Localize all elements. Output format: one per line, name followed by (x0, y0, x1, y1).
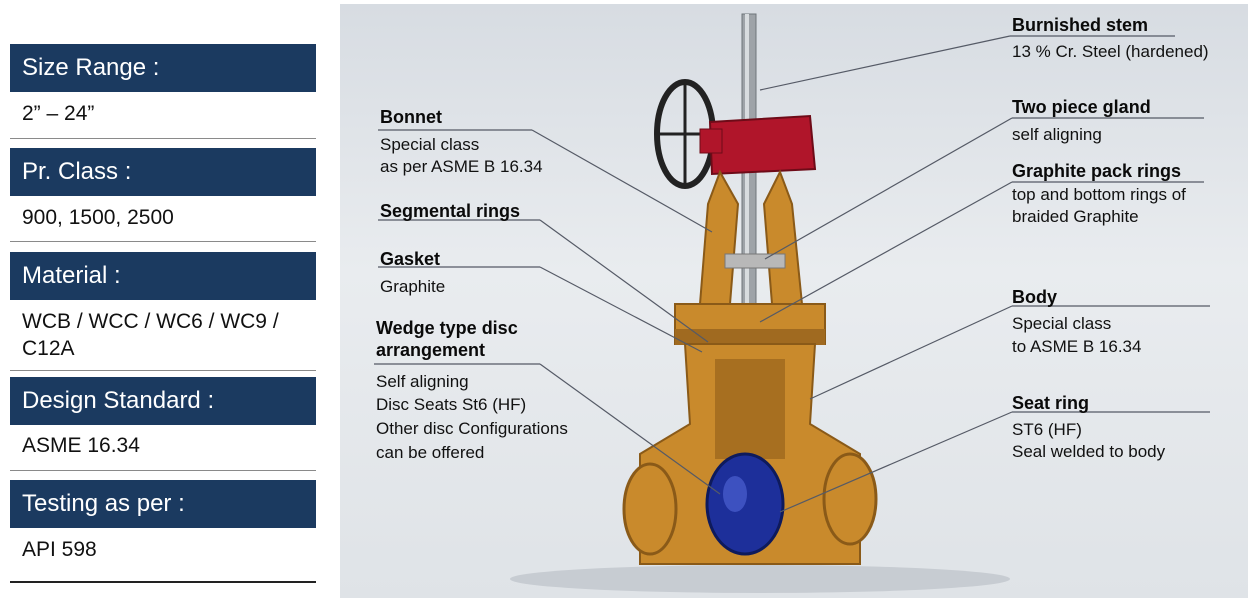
spec-header-size-range: Size Range : (10, 44, 316, 92)
leader-segmental (539, 219, 709, 343)
callout-seat-ring-title: Seat ring (1012, 393, 1090, 413)
callout-gasket-desc: Graphite (380, 277, 446, 296)
callout-burnished-stem-desc: 13 % Cr. Steel (hardened) (1012, 42, 1209, 61)
callout-wedge-disc-desc-2: Disc Seats St6 (HF) (376, 395, 527, 414)
outlet-flange (822, 452, 878, 546)
callout-wedge-disc-desc-4: can be offered (376, 443, 485, 462)
divider (10, 581, 316, 583)
shadow (510, 565, 1010, 593)
body-cavity (715, 359, 785, 459)
spec-value-pr-class: 900, 1500, 2500 (22, 206, 174, 229)
leader-lines (374, 35, 1210, 513)
callout-seat-ring-desc-1: ST6 (HF) (1012, 420, 1082, 439)
spec-value-material: WCB / WCC / WC6 / WC9 / C12A (22, 310, 279, 360)
callout-two-piece-gland-title: Two piece gland (1012, 97, 1151, 117)
callout-seat-ring-desc-2: Seal welded to body (1012, 442, 1166, 461)
callout-gasket-title: Gasket (380, 249, 441, 269)
leader-seat (779, 411, 1013, 513)
leader-wedge (539, 363, 721, 495)
callout-body-desc-1: Special class (1012, 314, 1112, 333)
yoke-right (762, 169, 804, 305)
callout-burnished-stem-title: Burnished stem (1012, 15, 1149, 35)
leader-burnished-stem (759, 35, 1011, 91)
leader-bonnet (531, 129, 713, 233)
spec-value-design-standard: ASME 16.34 (22, 434, 140, 457)
divider (10, 470, 316, 471)
wedge-disc (705, 452, 785, 556)
callout-bonnet-desc-2: as per ASME B 16.34 (380, 157, 543, 176)
spec-header-pr-class: Pr. Class : (10, 148, 316, 196)
inlet-flange (622, 462, 678, 556)
callout-wedge-disc-title: Wedge type disc arrangement (376, 318, 518, 360)
callout-body-desc-2: to ASME B 16.34 (1012, 337, 1142, 356)
callout-bonnet-desc-1: Special class (380, 135, 480, 154)
callout-graphite-pack-rings-desc-2: braided Graphite (1012, 207, 1139, 226)
divider (10, 138, 316, 139)
spec-header-design-standard: Design Standard : (10, 377, 316, 425)
callout-wedge-disc-desc-1: Self aligning (376, 372, 469, 391)
callout-graphite-pack-rings-title: Graphite pack rings (1012, 161, 1182, 181)
callout-segmental-rings-title: Segmental rings (380, 201, 521, 221)
bonnet-flange (675, 329, 825, 345)
leader-graphite (759, 181, 1013, 323)
callout-two-piece-gland-desc: self aligning (1012, 125, 1102, 144)
callout-graphite-pack-rings-desc-1: top and bottom rings of (1012, 185, 1186, 204)
spec-header-material: Material : (10, 252, 316, 300)
spec-panel: Size Range : 2” – 24” Pr. Class : 900, 1… (0, 0, 330, 611)
callout-wedge-disc-desc-3: Other disc Configurations (376, 419, 568, 438)
disc-highlight (723, 476, 747, 512)
callout-bonnet-title: Bonnet (380, 107, 442, 127)
gate-valve-illustration (374, 13, 1210, 593)
divider (10, 370, 316, 371)
callout-body-title: Body (1012, 287, 1057, 307)
leader-gasket (539, 266, 703, 353)
leader-body (809, 305, 1013, 400)
actuator (708, 114, 817, 176)
gland-flange (724, 253, 786, 269)
spec-value-testing: API 598 (22, 538, 97, 561)
yoke-left (698, 169, 740, 305)
valve-illustration-panel: Burnished stem 13 % Cr. Steel (hardened)… (340, 4, 1248, 598)
spec-header-testing: Testing as per : (10, 480, 316, 528)
divider (10, 241, 316, 242)
spec-value-size-range: 2” – 24” (22, 102, 95, 125)
stem-highlight (745, 14, 749, 484)
leader-gland (764, 117, 1013, 260)
actuator-gearbox (699, 128, 723, 154)
